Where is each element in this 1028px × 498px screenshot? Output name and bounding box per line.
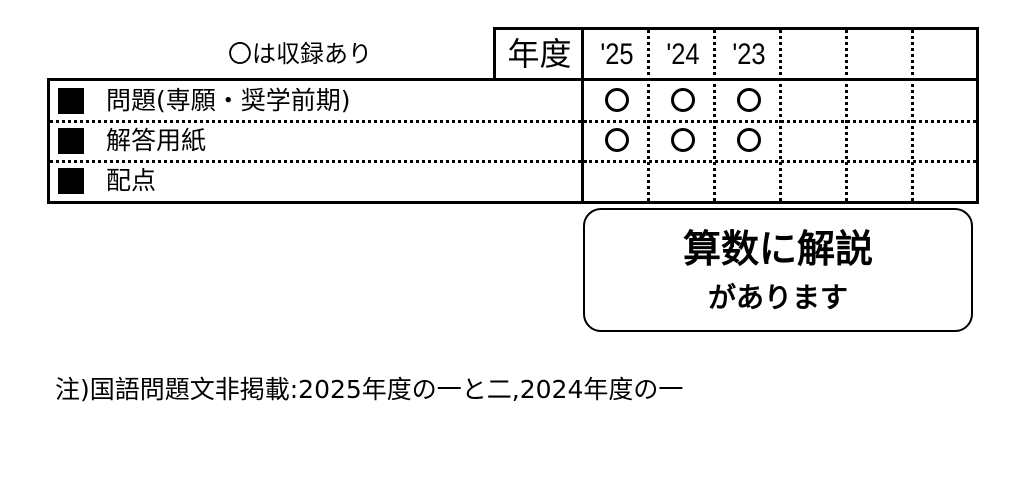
mark-cell — [584, 160, 650, 200]
square-bullet-icon — [58, 128, 84, 154]
mark-cell — [716, 160, 782, 200]
column-divider — [779, 30, 782, 201]
footnote: 注)国語問題文非掲載:2025年度の一と二,2024年度の一 — [55, 375, 684, 404]
square-bullet-icon — [58, 88, 84, 114]
mark-cell — [650, 80, 716, 120]
row-divider — [50, 160, 581, 163]
explanation-callout: 算数に解説 があります — [583, 208, 973, 332]
circle-mark-icon — [605, 88, 629, 112]
year-header: '23 — [732, 38, 766, 71]
callout-line2: があります — [707, 281, 848, 314]
mark-cell — [650, 160, 716, 200]
mark-cell — [716, 80, 782, 120]
column-divider — [845, 30, 848, 201]
mark-cell — [914, 160, 980, 200]
year-header — [853, 30, 909, 80]
year-header: '24 — [666, 38, 700, 71]
year-header-label: 年度 — [493, 27, 583, 81]
mark-cell — [782, 160, 848, 200]
callout-line1: 算数に解説 — [682, 227, 873, 271]
column-divider — [713, 30, 716, 201]
year-header — [919, 30, 975, 80]
row-divider — [50, 120, 581, 123]
mark-cell — [914, 80, 980, 120]
table-row: 配点 — [50, 161, 581, 201]
square-bullet-icon — [58, 168, 84, 194]
legend-text: 〇は収録あり — [228, 40, 372, 68]
column-divider — [911, 30, 914, 201]
circle-mark-icon — [671, 88, 695, 112]
circle-mark-icon — [671, 128, 695, 152]
mark-cell — [716, 120, 782, 160]
mark-cell — [782, 80, 848, 120]
circle-mark-icon — [605, 128, 629, 152]
year-header: '25 — [600, 38, 634, 71]
row-label: 解答用紙 — [106, 126, 207, 155]
item-rows: 問題(専願・奨学前期) 解答用紙 配点 — [47, 78, 584, 204]
mark-cell — [584, 80, 650, 120]
mark-cell — [848, 120, 914, 160]
mark-cell — [914, 120, 980, 160]
table-row: 解答用紙 — [50, 121, 581, 161]
mark-cell — [782, 120, 848, 160]
mark-cell — [848, 80, 914, 120]
column-divider — [647, 30, 650, 201]
row-label: 問題(専願・奨学前期) — [106, 86, 351, 115]
circle-mark-icon — [737, 88, 761, 112]
year-header — [787, 30, 843, 80]
mark-cell — [584, 120, 650, 160]
mark-cell — [650, 120, 716, 160]
circle-mark-icon — [737, 128, 761, 152]
year-grid: '25 '24 '23 — [581, 27, 979, 204]
table-row: 問題(専願・奨学前期) — [50, 81, 581, 121]
row-label: 配点 — [106, 166, 157, 195]
mark-cell — [848, 160, 914, 200]
